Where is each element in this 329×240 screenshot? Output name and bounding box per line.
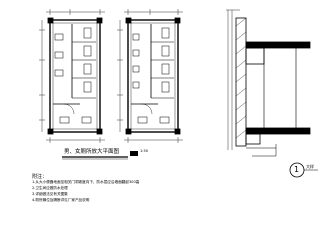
- plan-title: 男、女厕所放大平面图: [64, 149, 120, 155]
- note-line: 1.从大小便器地面至相关门洞坡度向下，防水层应沿墙面翻起300高: [32, 180, 140, 184]
- note-line: 3.详细做法见有关图集: [32, 192, 68, 196]
- note-line: 2.卫生间应做防水处理: [32, 186, 68, 190]
- drawing-sheet: [39, 9, 318, 178]
- left-toilet-plan: [39, 9, 105, 143]
- detail-number: 1: [294, 165, 300, 174]
- scale-tag: 1:50: [140, 149, 149, 153]
- notes-heading: 附注：: [32, 174, 48, 180]
- scale-box: [130, 151, 138, 156]
- note-line: 4.厕所蹲位及隔断详见厂家产品说明: [32, 198, 90, 202]
- right-toilet-plan: [117, 9, 183, 143]
- detail-tag: 大样: [306, 164, 314, 169]
- wall-detail-section: [226, 9, 311, 157]
